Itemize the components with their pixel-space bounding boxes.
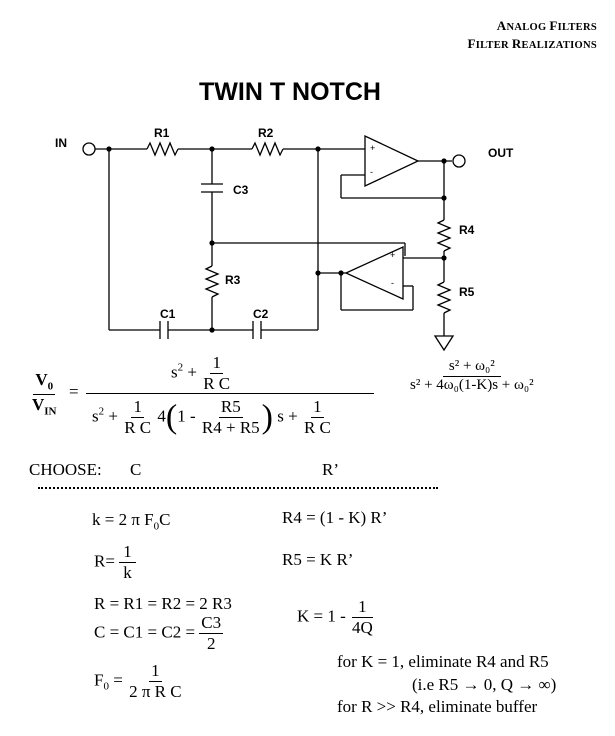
note-buffer: for R >> R4, eliminate buffer — [337, 697, 538, 716]
choose-label: CHOOSE: — [29, 460, 102, 479]
r4-formula: R4 = (1 - K) R’ — [282, 508, 388, 527]
r-chain-formula: R = R1 = R2 = 2 R3 — [94, 594, 232, 613]
top-opamp-minus: - — [370, 167, 373, 177]
r2-label: R2 — [258, 126, 274, 140]
node-dot — [209, 240, 215, 246]
r1-resistor — [146, 141, 179, 157]
buffer-opamp — [344, 245, 404, 301]
dotted-divider — [38, 487, 438, 489]
r5-formula: R5 = K R’ — [282, 550, 354, 569]
c1-label: C1 — [160, 307, 176, 321]
note-k-equals-1: for K = 1, eliminate R4 and R5 — [337, 652, 549, 671]
input-terminal — [82, 142, 96, 156]
top-opamp — [364, 134, 420, 188]
buffer-opamp-plus: + — [390, 250, 396, 260]
node-dot — [209, 327, 215, 333]
page-title: TWIN T NOTCH — [199, 78, 381, 106]
node-dot — [338, 270, 344, 276]
node-dot — [441, 158, 447, 164]
node-dot — [441, 255, 447, 261]
output-terminal — [452, 154, 466, 168]
r2-resistor — [251, 141, 284, 157]
transfer-equals: = — [69, 382, 79, 401]
choose-c: C — [130, 460, 142, 479]
in-label: IN — [55, 136, 67, 150]
top-opamp-plus: + — [370, 143, 376, 153]
node-dot — [441, 195, 447, 201]
note-limit: (i.e R5 → 0, Q → ∞) — [412, 675, 557, 694]
node-dot — [315, 146, 321, 152]
r3-resistor — [204, 265, 220, 298]
transfer-lhs: V0 VIN — [32, 370, 57, 418]
r4-label: R4 — [459, 223, 475, 237]
c2-label: C2 — [253, 307, 269, 321]
node-dot — [209, 146, 215, 152]
choose-r: R’ — [322, 460, 339, 479]
header-line-2: FILTER REALIZATIONS — [467, 36, 597, 51]
c3-label: C3 — [233, 183, 249, 197]
main-fraction-bar — [86, 393, 374, 394]
k-formula: k = 2 π F0C — [92, 510, 171, 533]
ground-symbol — [433, 335, 455, 352]
r3-label: R3 — [225, 273, 241, 287]
r5-label: R5 — [459, 285, 475, 299]
header-line-1: ANALOG FILTERS — [496, 18, 597, 33]
node-dot — [106, 146, 112, 152]
node-dot — [315, 270, 321, 276]
r5-resistor — [436, 281, 452, 314]
out-label: OUT — [488, 146, 514, 160]
r1-label: R1 — [154, 126, 170, 140]
twin-t-notch-schematic — [82, 134, 466, 352]
buffer-opamp-minus: - — [391, 278, 394, 288]
r4-resistor — [436, 219, 452, 252]
transfer-alt: s² + ω₀² s² + 4ω₀(1-K)s + ω₀² — [410, 358, 534, 393]
